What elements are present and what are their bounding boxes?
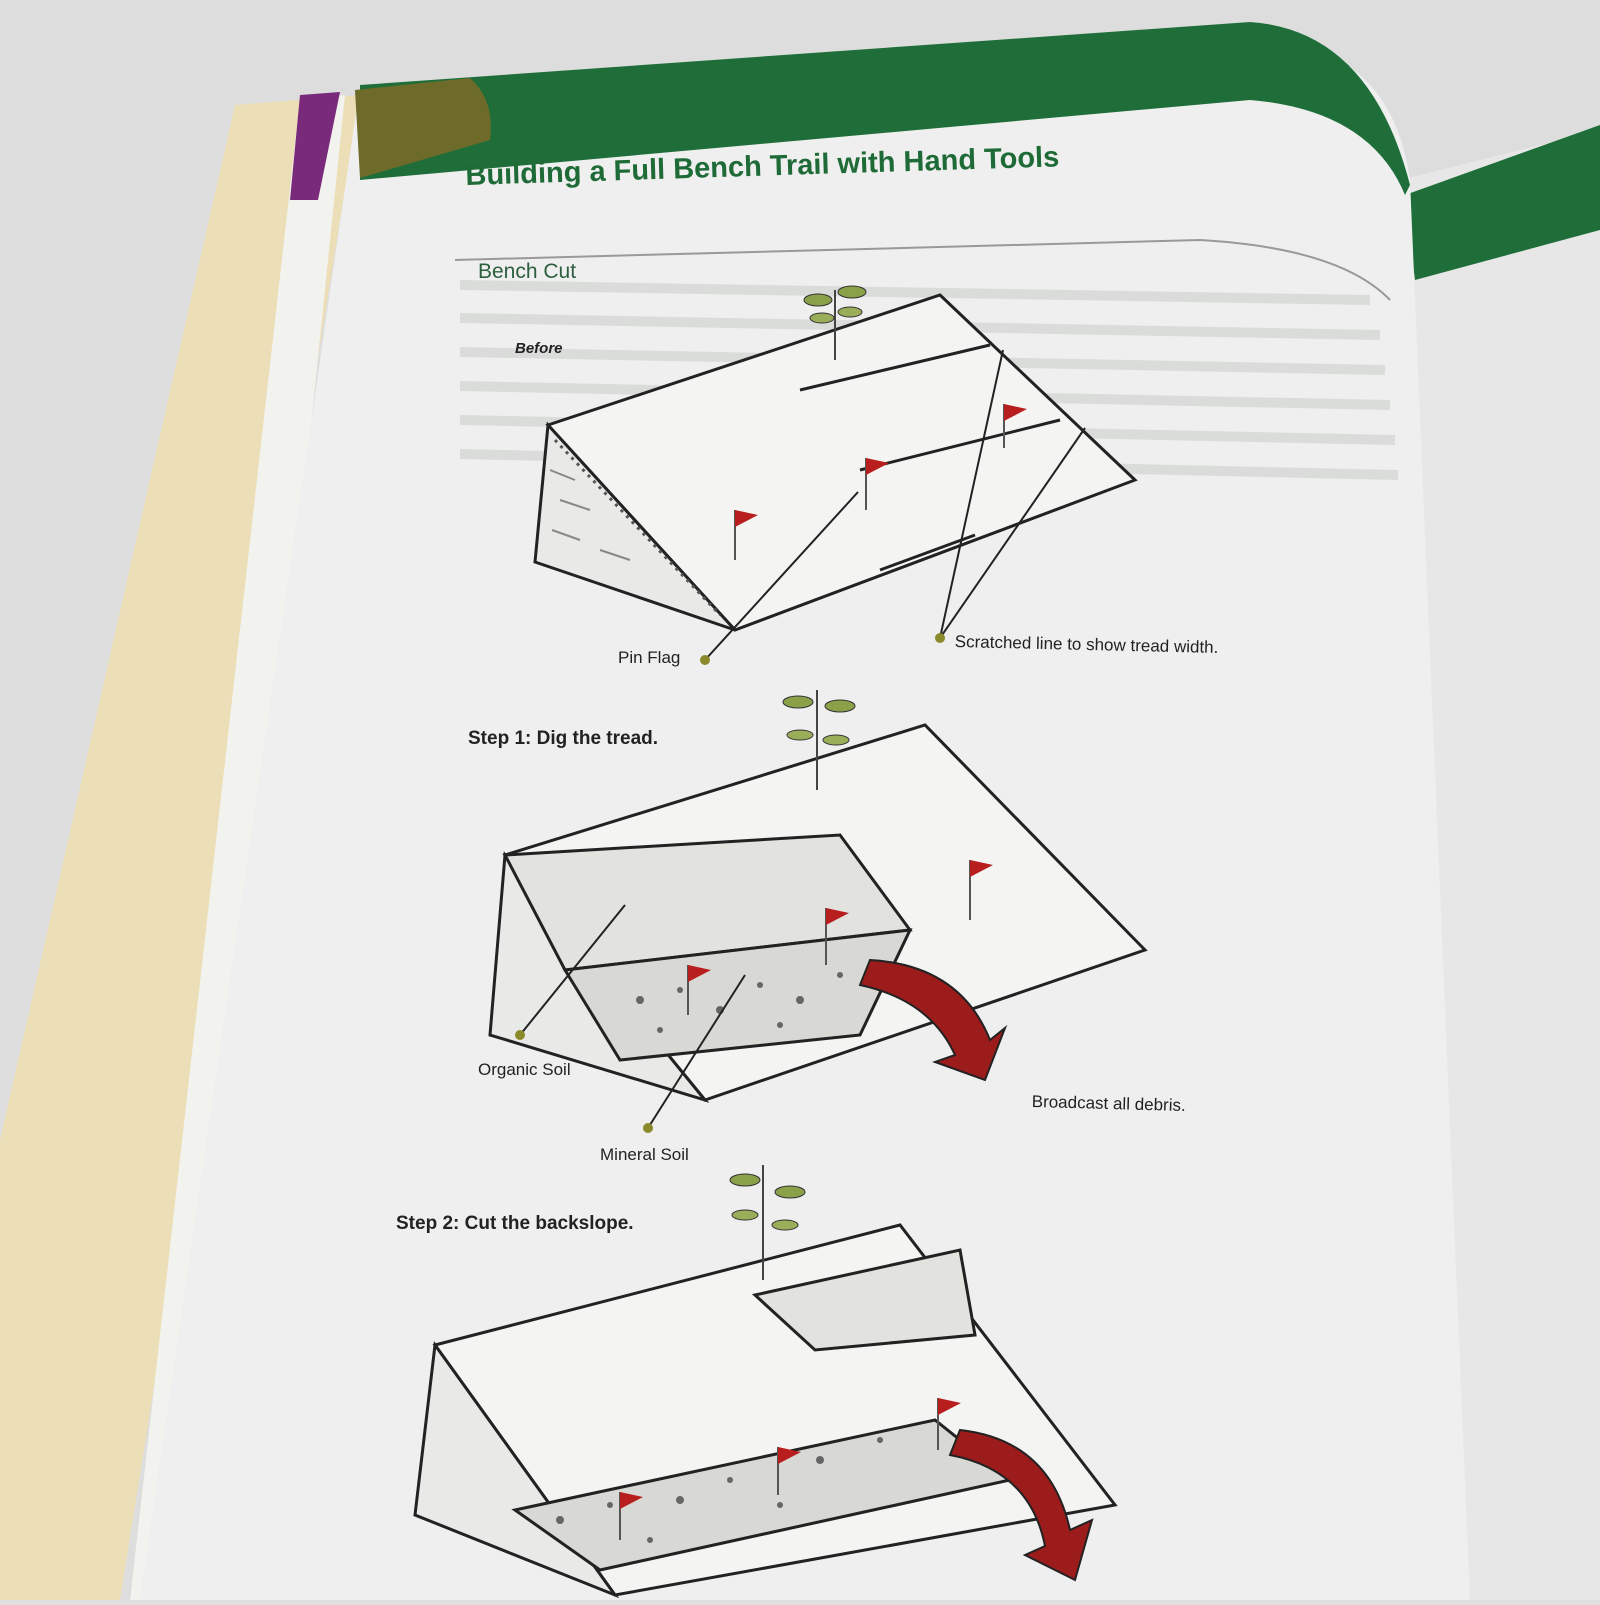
before-pin-flag-icon (734, 404, 1027, 560)
before-callout-lines (700, 349, 1086, 665)
before-organic-layer (553, 438, 722, 617)
step1-label: Step 1: Dig the tread. (468, 728, 659, 749)
page-stack (130, 95, 345, 1600)
step1-tread-gravel (636, 972, 843, 1033)
mineral-soil-callout: Mineral Soil (600, 1145, 689, 1164)
page-tab-purple (290, 92, 340, 200)
step2-tread-gravel (556, 1437, 883, 1543)
scratched-line-upper (799, 343, 991, 392)
step2-block (413, 1223, 1118, 1599)
step2-seedling-icon (729, 1165, 806, 1280)
before-side-face (533, 421, 737, 632)
organic-soil-callout: Organic Soil (478, 1060, 571, 1079)
step1-pin-flag-icon (687, 860, 993, 1015)
before-seedling-icon (803, 285, 867, 360)
scratched-line-middle (859, 418, 1061, 472)
step2-curved-arrow-icon (948, 1428, 1094, 1582)
section-heading: Bench Cut (478, 260, 577, 283)
step1-curved-arrow-icon (858, 958, 1008, 1082)
facing-page-green-band (1405, 125, 1600, 280)
before-label: Before (515, 340, 563, 357)
step2-uphill-block (751, 1248, 977, 1352)
title-rule (454, 238, 1391, 301)
step2-label: Step 2: Cut the backslope. (396, 1213, 634, 1234)
step1-callout-lines (515, 904, 746, 1133)
step1-tread-floor (562, 928, 913, 1062)
scratched-line-lower (879, 533, 976, 572)
step2-pin-flag-icon (619, 1398, 961, 1540)
before-block (533, 293, 1138, 632)
before-soil-hatch (549, 469, 631, 561)
header-band (360, 22, 1410, 195)
broadcast-debris-callout: Broadcast all debris. (1031, 1092, 1186, 1116)
pin-flag-callout: Pin Flag (618, 648, 681, 667)
step1-seedling-icon (782, 690, 856, 790)
olive-tab (355, 78, 491, 178)
